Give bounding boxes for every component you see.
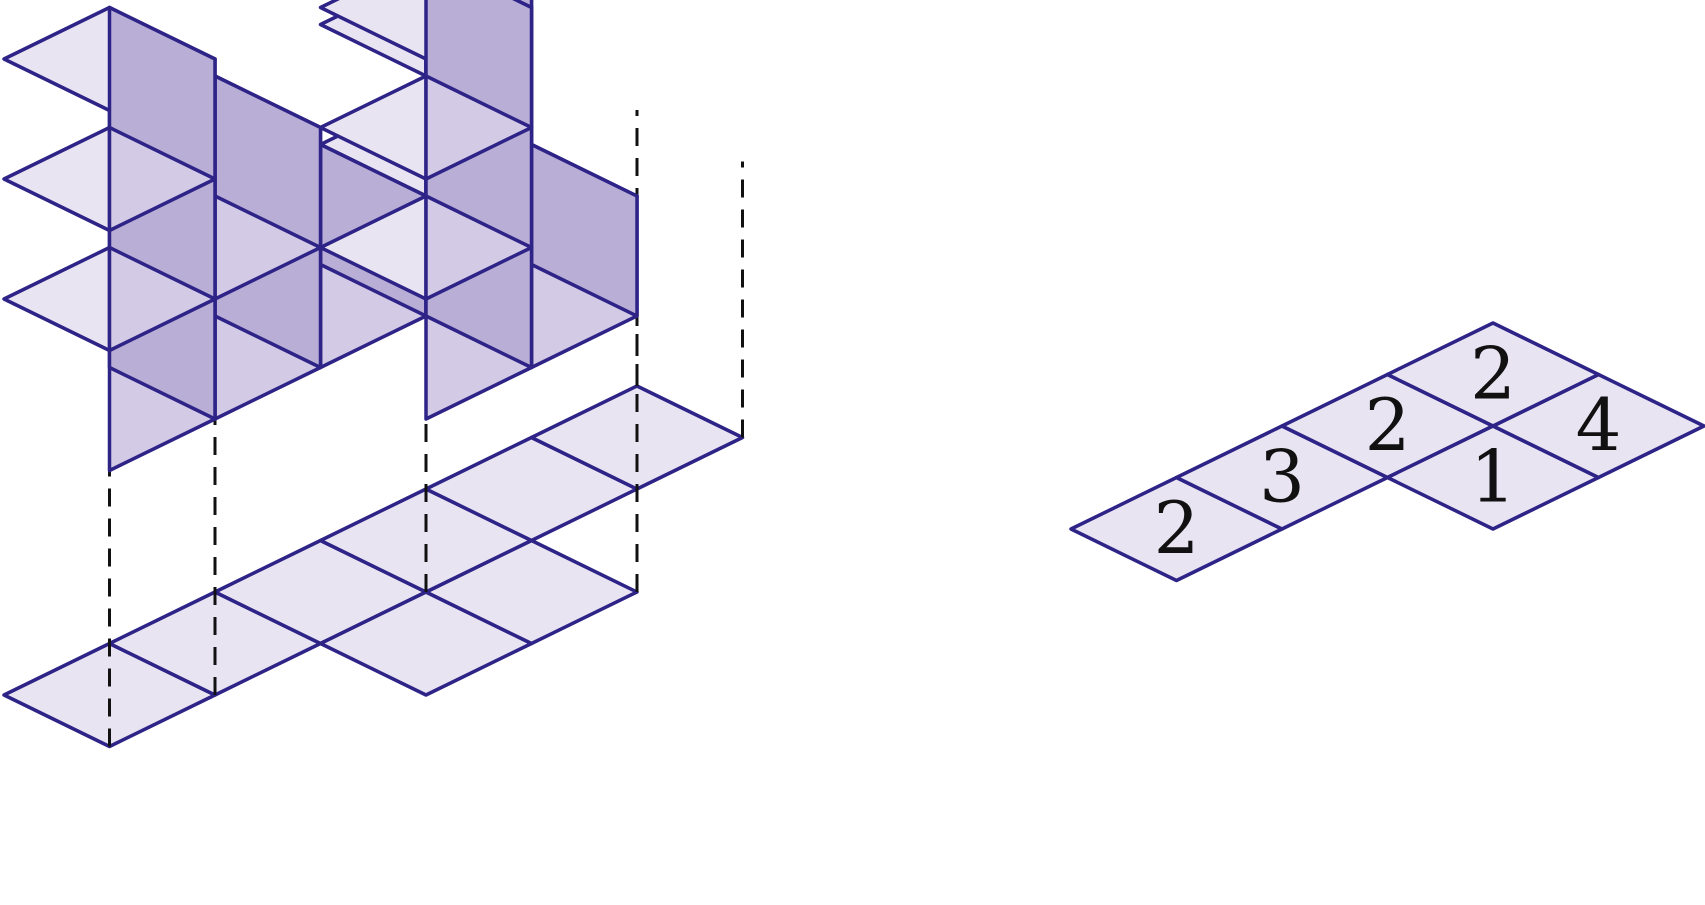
cube-right-face — [107, 5, 217, 181]
cube-stacks — [2, 0, 639, 473]
height-map-cell — [1385, 321, 1601, 428]
cube-structure-view — [2, 0, 745, 749]
height-map-label: 2 — [1470, 332, 1516, 416]
height-map-cells — [1069, 321, 1705, 583]
height-map-label: 1 — [1470, 435, 1516, 519]
height-map-label: 2 — [1365, 383, 1411, 467]
height-map-label: 3 — [1259, 435, 1305, 519]
height-map-label: 4 — [1576, 383, 1622, 467]
height-map-label: 2 — [1154, 486, 1200, 570]
cube-right-face — [424, 0, 534, 130]
footprint-base — [2, 384, 745, 749]
